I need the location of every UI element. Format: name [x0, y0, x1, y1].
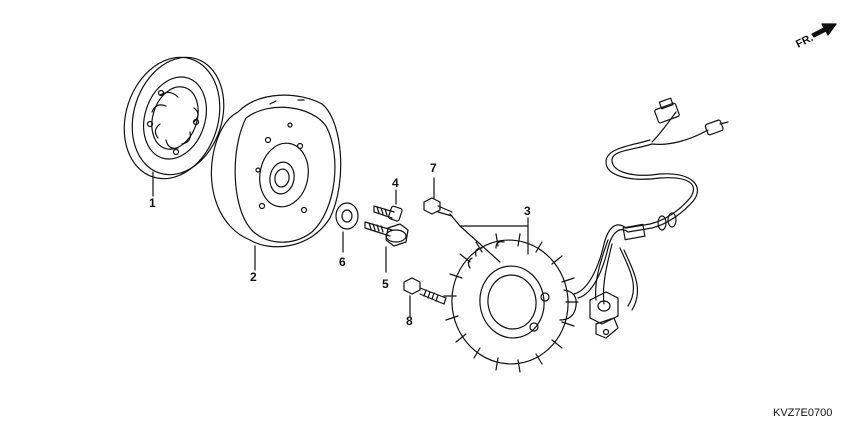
bolt-7-part	[423, 197, 453, 217]
stator-part	[443, 233, 579, 373]
callout-5: 5	[382, 277, 389, 291]
callout-8: 8	[406, 314, 413, 328]
starter-clutch-part	[123, 56, 225, 180]
diagram-code: KVZ7E0700	[773, 407, 833, 419]
wire-harness-part	[573, 97, 729, 339]
front-direction-arrow-icon	[811, 23, 837, 38]
callout-7: 7	[430, 161, 437, 175]
bolt-4-part	[373, 205, 403, 222]
callout-2: 2	[250, 270, 257, 284]
bolt-8-part	[403, 277, 447, 305]
callout-3: 3	[524, 204, 531, 218]
bolt-5-part	[364, 221, 409, 247]
callout-4: 4	[392, 176, 399, 190]
callout-1: 1	[149, 196, 156, 210]
washer-part	[335, 202, 359, 230]
flywheel-part	[210, 94, 342, 248]
callout-6: 6	[339, 255, 346, 269]
